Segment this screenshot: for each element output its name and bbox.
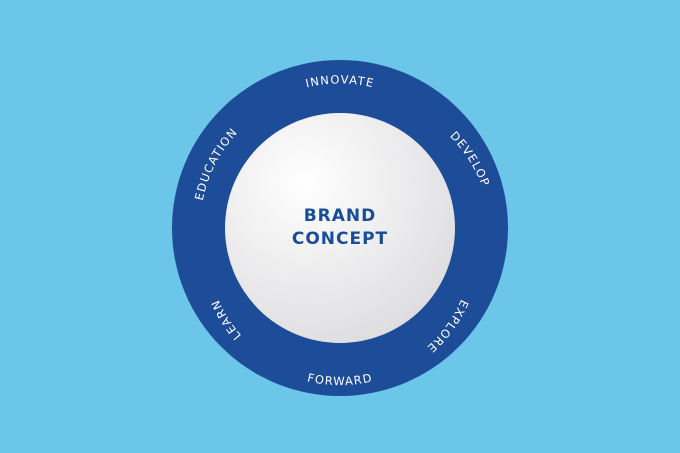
ring-word-innovate: INNOVATE bbox=[304, 72, 376, 90]
inner-core bbox=[225, 113, 455, 343]
center-title-line-1: BRAND bbox=[304, 206, 377, 226]
ring-word-forward: FORWARD bbox=[306, 370, 374, 388]
center-title-line-2: CONCEPT bbox=[292, 229, 388, 249]
